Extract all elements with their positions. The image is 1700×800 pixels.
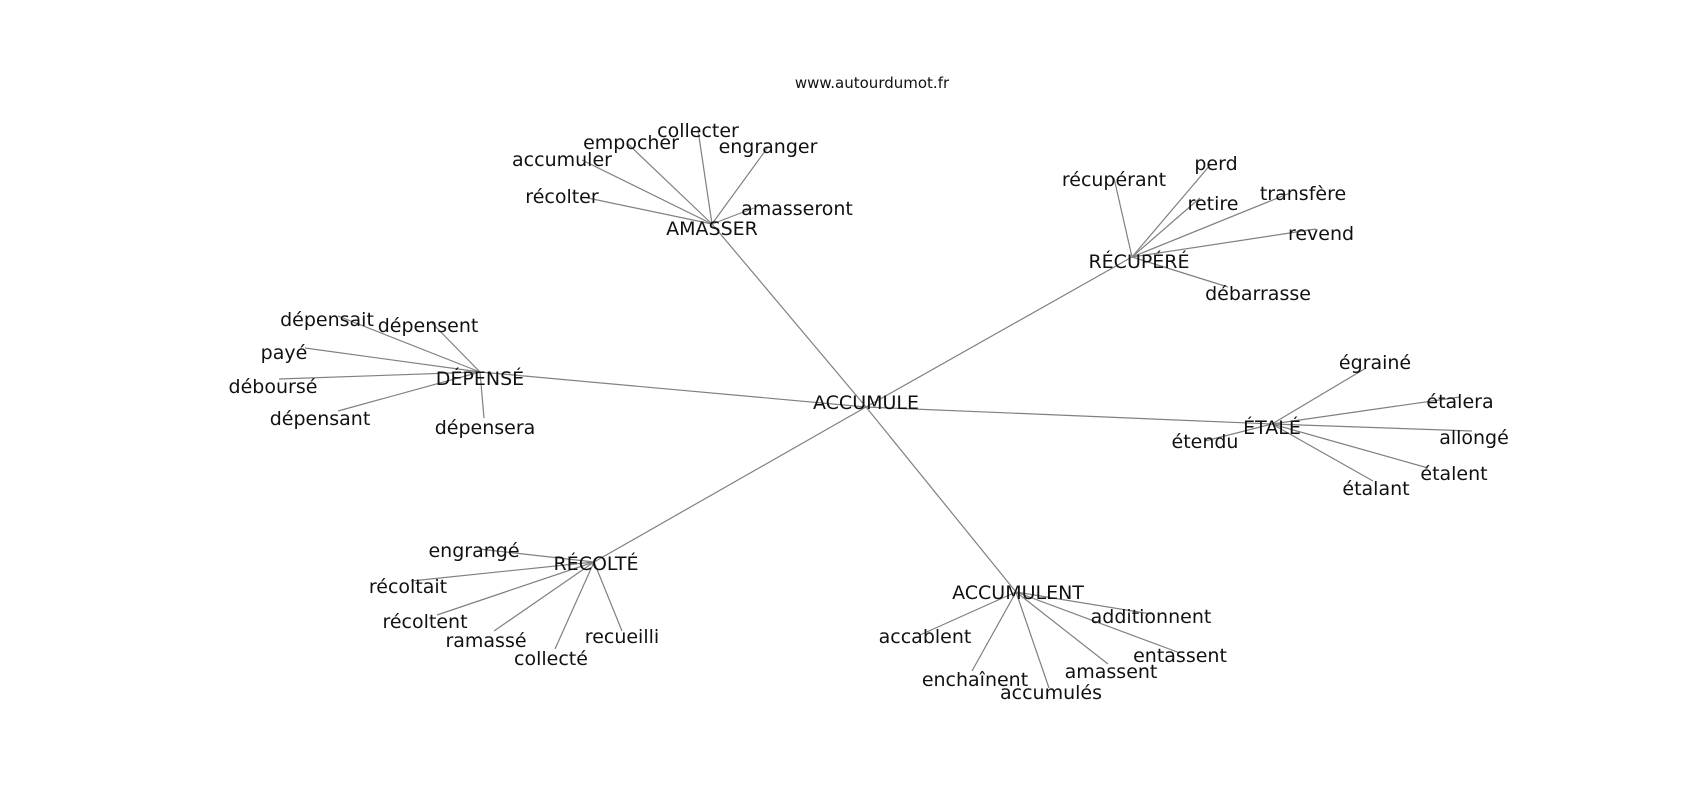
edge-hub-to-leaf (919, 591, 1017, 636)
leaf-word[interactable]: récoltent (382, 611, 467, 633)
leaf-word[interactable]: étendu (1172, 431, 1239, 453)
graph-labels: www.autourdumot.fr ACCUMULE collecteremp… (229, 74, 1509, 704)
hub-word[interactable]: ACCUMULENT (952, 582, 1084, 604)
leaf-word[interactable]: retire (1188, 193, 1239, 215)
edge-center-to-hub (865, 406, 1017, 593)
edge-hub-to-leaf (711, 207, 755, 225)
edge-center-to-hub (711, 223, 867, 408)
edge-hub-to-leaf (1131, 197, 1201, 258)
hub-word[interactable]: ÉTALÉ (1243, 416, 1301, 439)
leaf-word[interactable]: dépensera (435, 417, 536, 439)
edge-hub-to-leaf (1015, 591, 1109, 665)
edge-center-to-hub (865, 406, 1273, 425)
edge-center-to-hub (479, 371, 867, 408)
leaf-word[interactable]: dépensait (280, 309, 374, 331)
hub-word[interactable]: AMASSER (666, 218, 758, 240)
edge-hub-to-leaf (1015, 591, 1050, 689)
hub-word[interactable]: RÉCUPÉRÉ (1088, 250, 1189, 273)
edge-hub-to-leaf (1113, 177, 1133, 258)
leaf-word[interactable]: étalera (1426, 391, 1493, 413)
leaf-word[interactable]: débarrasse (1205, 283, 1311, 305)
edge-hub-to-leaf (1271, 367, 1367, 425)
edge-hub-to-leaf (1131, 192, 1291, 258)
leaf-word[interactable]: allongé (1439, 427, 1509, 449)
edge-hub-to-leaf (554, 561, 595, 650)
edge-hub-to-leaf (479, 371, 485, 419)
leaf-word[interactable]: déboursé (229, 376, 318, 398)
edge-hub-to-leaf (436, 561, 595, 616)
edge-hub-to-leaf (1271, 423, 1374, 482)
leaf-word[interactable]: engranger (719, 136, 818, 158)
edge-hub-to-leaf (626, 142, 713, 225)
leaf-word[interactable]: amasseront (741, 198, 853, 220)
edge-hub-to-leaf (304, 347, 481, 373)
edge-hub-to-leaf (410, 561, 595, 582)
leaf-word[interactable]: accablent (879, 626, 972, 648)
edge-hub-to-leaf (1204, 423, 1273, 442)
leaf-word[interactable]: entassent (1133, 645, 1227, 667)
hub-word[interactable]: RÉCOLTÉ (553, 552, 638, 575)
edge-hub-to-leaf (1271, 423, 1473, 432)
edge-hub-to-leaf (337, 371, 481, 412)
leaf-word[interactable]: perd (1194, 153, 1237, 175)
edge-hub-to-leaf (493, 561, 595, 632)
edge-center-to-hub (593, 406, 867, 563)
leaf-word[interactable]: ramassé (445, 630, 526, 652)
edge-center-to-hub (865, 256, 1133, 408)
edge-hub-to-leaf (1015, 591, 1181, 654)
edge-hub-to-leaf (1271, 423, 1429, 469)
edge-hub-to-leaf (1271, 396, 1461, 425)
leaf-word[interactable]: collecter (657, 120, 739, 142)
hub-word[interactable]: DÉPENSÉ (436, 367, 524, 390)
leaf-word[interactable]: dépensant (270, 408, 371, 430)
edge-hub-to-leaf (1131, 256, 1229, 288)
leaf-word[interactable]: récupérant (1062, 169, 1166, 191)
leaf-word[interactable]: transfère (1260, 183, 1346, 205)
edge-hub-to-leaf (593, 561, 623, 632)
leaf-word[interactable]: étalent (1420, 463, 1487, 485)
edge-hub-to-leaf (478, 548, 595, 563)
leaf-word[interactable]: enchaînent (922, 669, 1028, 691)
edge-hub-to-leaf (971, 591, 1017, 672)
leaf-word[interactable]: dépensent (378, 315, 479, 337)
edge-hub-to-leaf (697, 129, 713, 225)
edge-hub-to-leaf (581, 159, 713, 225)
edge-hub-to-leaf (1015, 591, 1152, 615)
edge-hub-to-leaf (1131, 228, 1317, 258)
leaf-word[interactable]: recueilli (585, 626, 659, 648)
leaf-word[interactable]: engrangé (428, 540, 519, 562)
leaf-word[interactable]: accumuler (512, 149, 612, 171)
edge-hub-to-leaf (1131, 163, 1212, 258)
source-watermark: www.autourdumot.fr (795, 74, 950, 92)
leaf-word[interactable]: égrainé (1339, 352, 1411, 374)
leaf-word[interactable]: revend (1288, 223, 1354, 245)
center-word[interactable]: ACCUMULE (813, 392, 919, 414)
edge-hub-to-leaf (431, 322, 481, 373)
edge-hub-to-leaf (337, 315, 481, 373)
leaf-word[interactable]: récoltait (369, 576, 447, 598)
edge-hub-to-leaf (582, 196, 713, 225)
graph-edges (278, 129, 1473, 689)
leaf-word[interactable]: collecté (514, 648, 588, 670)
leaf-word[interactable]: payé (261, 342, 308, 364)
leaf-word[interactable]: additionnent (1091, 606, 1212, 628)
edge-hub-to-leaf (278, 371, 481, 380)
edge-hub-to-leaf (711, 146, 769, 225)
leaf-word[interactable]: étalant (1342, 478, 1409, 500)
leaf-word[interactable]: accumulés (1000, 682, 1102, 704)
leaf-word[interactable]: amassent (1065, 661, 1158, 683)
leaf-word[interactable]: empocher (583, 132, 679, 154)
leaf-word[interactable]: récolter (525, 186, 599, 208)
